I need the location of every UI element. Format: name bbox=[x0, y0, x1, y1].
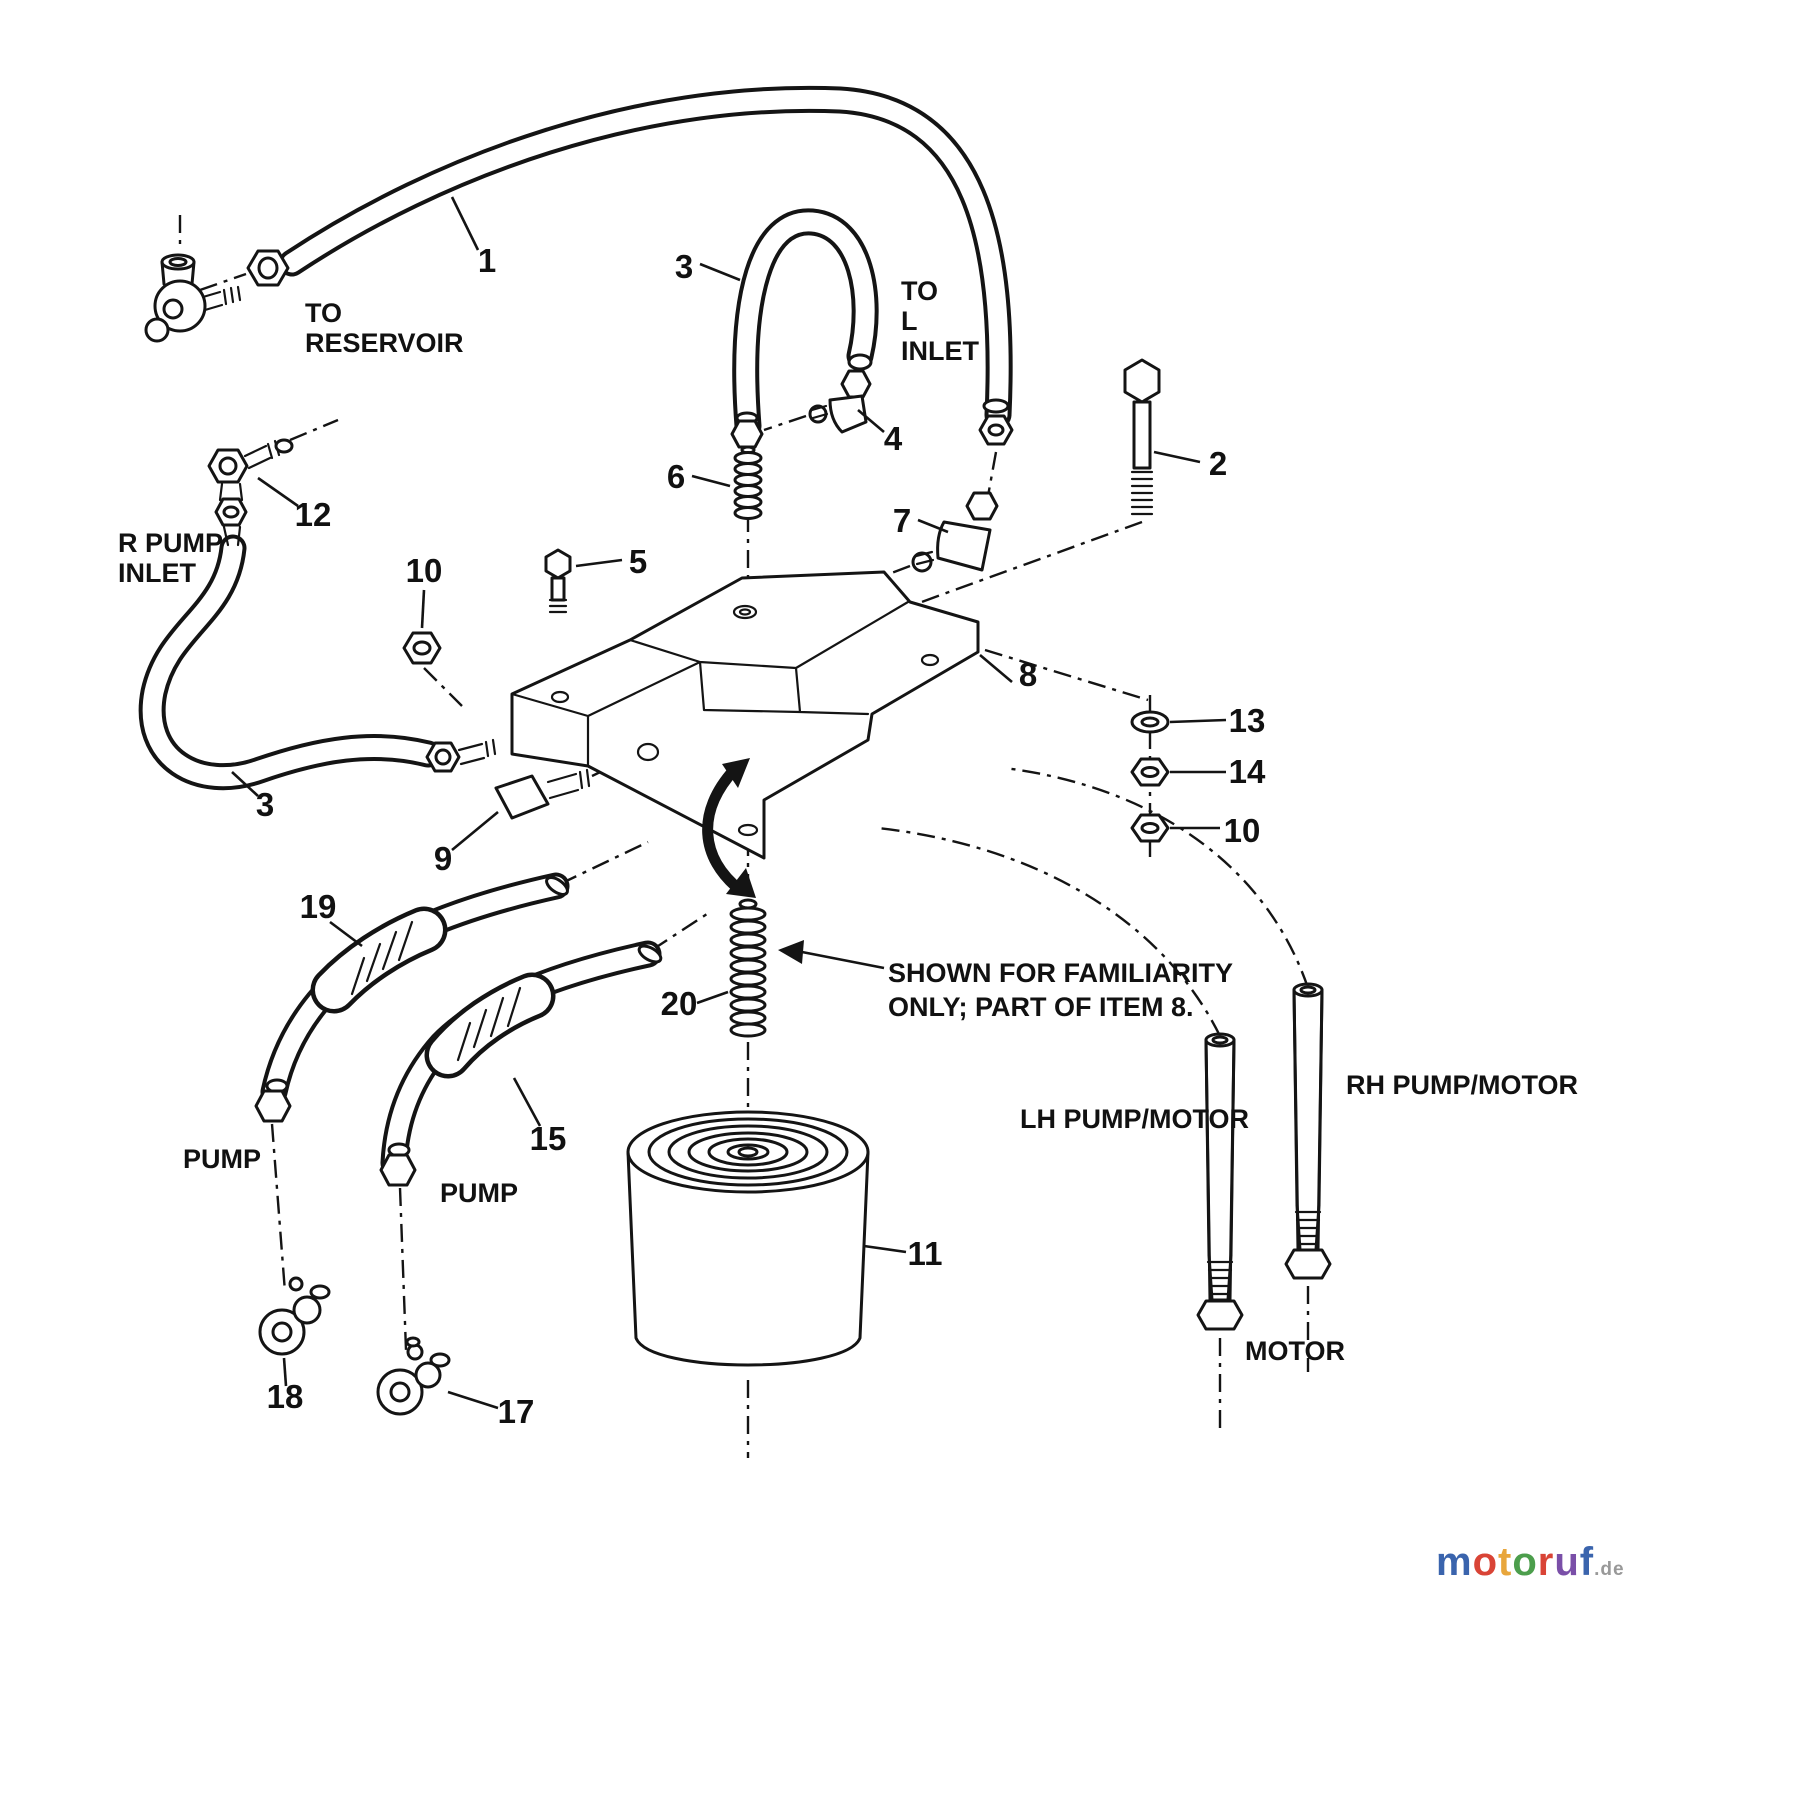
watermark-letter: o bbox=[1512, 1540, 1538, 1584]
mounting-bracket-8 bbox=[510, 570, 980, 860]
callout-8: 8 bbox=[1019, 656, 1037, 693]
callout-15: 15 bbox=[530, 1120, 567, 1157]
hose-lh-pump-motor bbox=[1196, 1032, 1244, 1331]
callout-12: 12 bbox=[295, 496, 332, 533]
familiarity-note-arrow bbox=[778, 940, 885, 970]
label-to-reservoir-line1: TO bbox=[305, 298, 342, 328]
callout-3-top: 3 bbox=[675, 248, 693, 285]
hose-3-u-loop bbox=[732, 208, 879, 440]
callout-4: 4 bbox=[884, 420, 903, 457]
watermark-letter: t bbox=[1498, 1540, 1513, 1584]
callout-13: 13 bbox=[1229, 702, 1266, 739]
callout-19: 19 bbox=[300, 888, 337, 925]
nut-10-left bbox=[402, 631, 442, 665]
nut-10-right bbox=[1130, 813, 1170, 843]
callout-9: 9 bbox=[434, 840, 452, 877]
hose-15-end-nut bbox=[379, 1142, 417, 1187]
label-to-l-inlet-line3: INLET bbox=[901, 336, 980, 366]
watermark-letter: r bbox=[1537, 1540, 1555, 1584]
spring-20 bbox=[729, 898, 767, 1038]
nut-14 bbox=[1130, 757, 1170, 787]
spring-6 bbox=[733, 445, 763, 520]
callout-10-left: 10 bbox=[406, 552, 443, 589]
watermark-letter: m bbox=[1436, 1540, 1473, 1584]
callout-5: 5 bbox=[629, 543, 647, 580]
callout-2: 2 bbox=[1209, 445, 1227, 482]
text-labels: TO RESERVOIR TO L INLET R PUMP INLET PUM… bbox=[118, 276, 1578, 1366]
callout-20: 20 bbox=[661, 985, 698, 1022]
rotation-arrow bbox=[702, 758, 756, 898]
hose-3-pigtail bbox=[138, 534, 442, 791]
hose-1-right-fitting bbox=[978, 398, 1014, 446]
label-familiarity-line2: ONLY; PART OF ITEM 8. bbox=[888, 992, 1194, 1022]
hose-1-left-nut bbox=[246, 249, 290, 287]
callout-10-right: 10 bbox=[1224, 812, 1261, 849]
elbow-fitting-17 bbox=[376, 1336, 451, 1416]
watermark-letter: u bbox=[1554, 1540, 1580, 1584]
callout-14: 14 bbox=[1229, 753, 1266, 790]
label-to-l-inlet-line1: TO bbox=[901, 276, 938, 306]
label-rh-pump-motor: RH PUMP/MOTOR bbox=[1346, 1070, 1578, 1100]
motoruf-watermark: motoruf.de bbox=[1436, 1540, 1625, 1585]
hose-rh-pump-motor bbox=[1284, 982, 1332, 1280]
elbow-fitting-12 bbox=[207, 438, 294, 547]
callout-7: 7 bbox=[893, 502, 911, 539]
reservoir-tee-fitting bbox=[144, 253, 242, 343]
label-to-l-inlet-line2: L bbox=[901, 306, 918, 336]
label-to-reservoir-line2: RESERVOIR bbox=[305, 328, 464, 358]
pigtail-end-fitting bbox=[425, 738, 497, 773]
hose-15 bbox=[380, 940, 663, 1177]
bolt-2 bbox=[1123, 358, 1161, 516]
hose-1-reservoir bbox=[278, 85, 1013, 429]
label-r-pump-inlet-line2: INLET bbox=[118, 558, 197, 588]
callout-1: 1 bbox=[478, 242, 496, 279]
callout-18: 18 bbox=[267, 1378, 304, 1415]
label-familiarity-line1: SHOWN FOR FAMILIARITY bbox=[888, 958, 1233, 988]
elbow-fitting-7 bbox=[911, 491, 999, 573]
elbow-fitting-18 bbox=[258, 1276, 331, 1356]
label-pump-left: PUMP bbox=[183, 1144, 261, 1174]
label-pump-right: PUMP bbox=[440, 1178, 518, 1208]
label-lh-pump-motor: LH PUMP/MOTOR bbox=[1020, 1104, 1249, 1134]
label-motor: MOTOR bbox=[1245, 1336, 1345, 1366]
watermark-suffix: .de bbox=[1594, 1559, 1625, 1580]
u-hose-left-nut bbox=[730, 411, 764, 449]
callout-leaders bbox=[231, 196, 1227, 1410]
elbow-fitting-9 bbox=[494, 768, 591, 820]
u-hose-right-fittings bbox=[840, 353, 873, 399]
watermark-letter: o bbox=[1472, 1540, 1499, 1584]
filter-canister-11 bbox=[626, 1110, 870, 1367]
washer-13 bbox=[1130, 710, 1170, 734]
callout-17: 17 bbox=[498, 1393, 535, 1430]
label-r-pump-inlet-line1: R PUMP bbox=[118, 528, 223, 558]
callout-6: 6 bbox=[667, 458, 685, 495]
hose-19 bbox=[260, 872, 570, 1106]
callout-11: 11 bbox=[908, 1235, 943, 1272]
elbow-fitting-4 bbox=[808, 394, 868, 434]
bolt-5 bbox=[544, 548, 572, 614]
callout-numbers: 1 3 4 2 6 7 12 10 5 8 13 14 10 3 9 19 15… bbox=[256, 242, 1266, 1430]
hose-19-end-nut bbox=[254, 1078, 292, 1123]
watermark-letter: f bbox=[1579, 1540, 1595, 1584]
callout-3-left: 3 bbox=[256, 786, 274, 823]
